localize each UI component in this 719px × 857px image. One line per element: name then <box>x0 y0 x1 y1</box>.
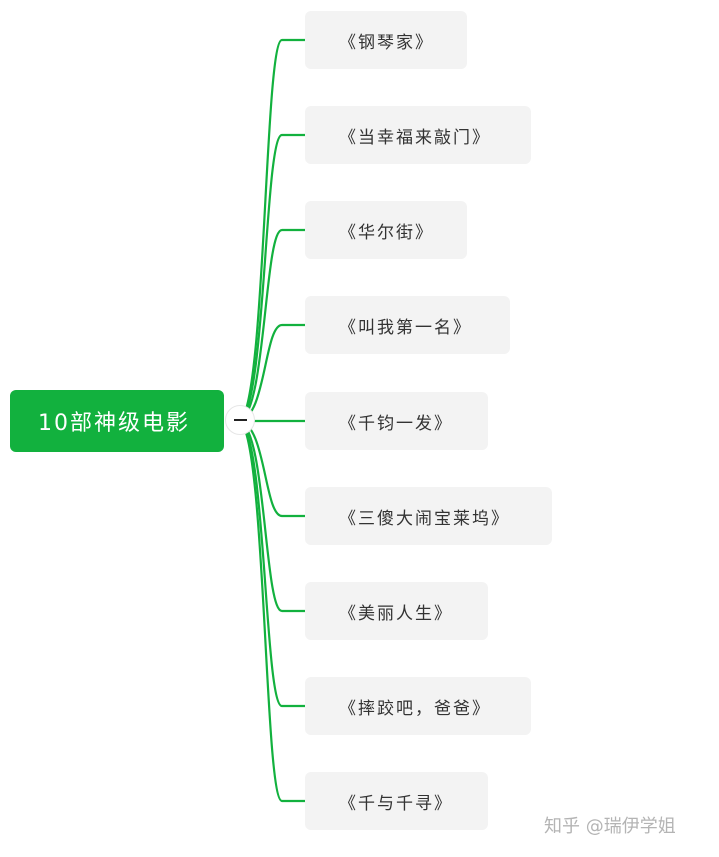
child-node-9[interactable]: 《千与千寻》 <box>305 772 488 830</box>
child-node-label: 《华尔街》 <box>339 222 434 243</box>
child-node-4[interactable]: 《叫我第一名》 <box>305 296 510 354</box>
minus-icon <box>233 419 247 421</box>
child-node-7[interactable]: 《美丽人生》 <box>305 582 488 640</box>
child-node-label: 《摔跤吧，爸爸》 <box>339 698 491 719</box>
child-node-1[interactable]: 《钢琴家》 <box>305 11 467 69</box>
child-node-label: 《钢琴家》 <box>339 32 434 53</box>
child-node-label: 《美丽人生》 <box>339 603 453 624</box>
child-node-label: 《当幸福来敲门》 <box>339 127 491 148</box>
child-node-label: 《千钧一发》 <box>339 413 453 434</box>
connector-line <box>236 133 307 423</box>
child-node-3[interactable]: 《华尔街》 <box>305 201 467 259</box>
child-node-label: 《三傻大闹宝莱坞》 <box>339 508 510 529</box>
child-node-8[interactable]: 《摔跤吧，爸爸》 <box>305 677 531 735</box>
watermark: 知乎 @瑞伊学姐 <box>544 816 676 837</box>
child-node-6[interactable]: 《三傻大闹宝莱坞》 <box>305 487 552 545</box>
connector-line <box>236 419 307 803</box>
child-node-label: 《千与千寻》 <box>339 793 453 814</box>
connector-line <box>236 419 307 708</box>
root-node-label: 10部神级电影 <box>38 411 190 436</box>
child-node-2[interactable]: 《当幸福来敲门》 <box>305 106 531 164</box>
collapse-toggle-button[interactable] <box>225 405 255 435</box>
child-node-5[interactable]: 《千钧一发》 <box>305 392 488 450</box>
connector-line <box>236 38 307 423</box>
root-node[interactable]: 10部神级电影 <box>10 390 224 452</box>
child-node-label: 《叫我第一名》 <box>339 317 472 338</box>
